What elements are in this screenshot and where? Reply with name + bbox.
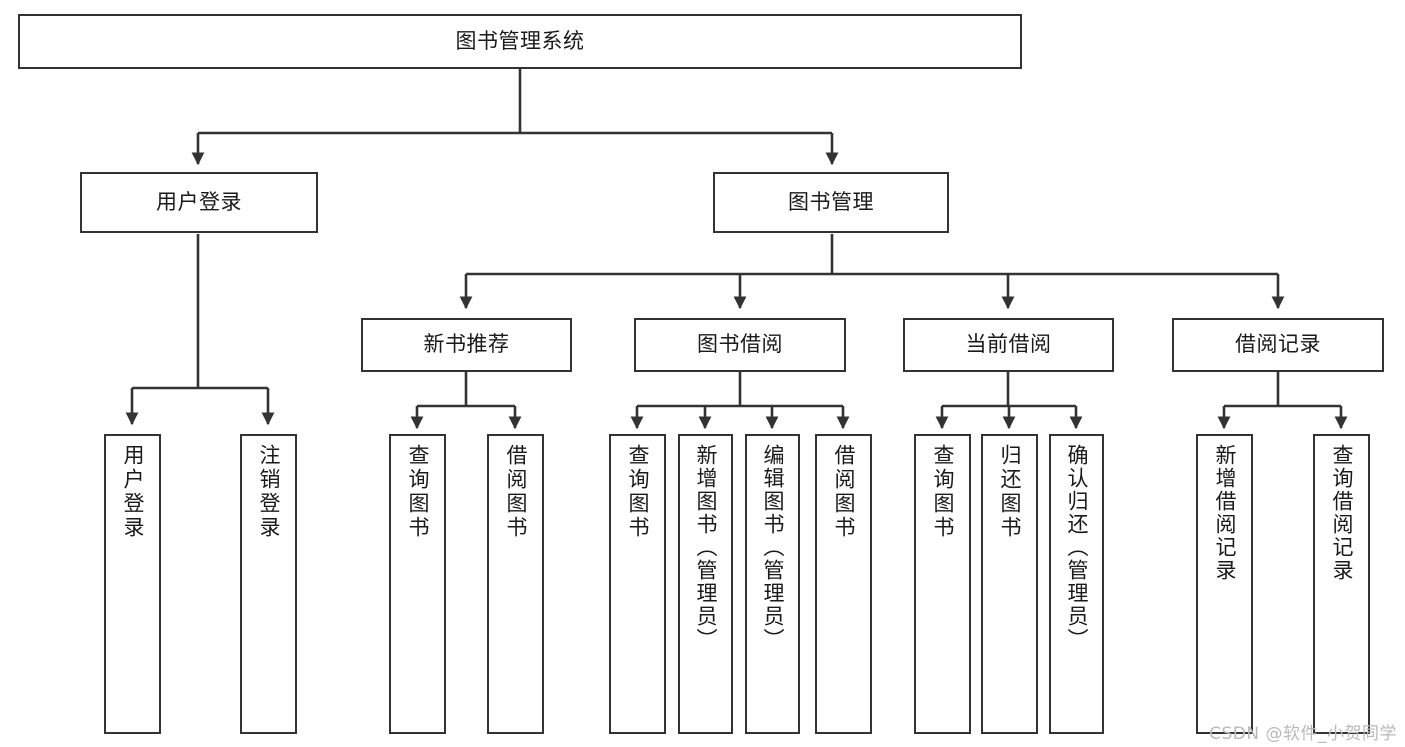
node-label: 借阅图书 (832, 444, 856, 540)
node-user-login[interactable]: 用户登录 (80, 172, 318, 233)
leaf-user-login-login[interactable]: 用户登录 (104, 434, 161, 734)
node-label: 编辑图书（管理员） (761, 444, 785, 651)
leaf-user-login-logout[interactable]: 注销登录 (240, 434, 297, 734)
leaf-borrow-borrow-book[interactable]: 借阅图书 (815, 434, 872, 734)
node-current-borrow[interactable]: 当前借阅 (903, 318, 1114, 372)
node-label: 注销登录 (257, 444, 281, 540)
node-label: 新书推荐 (423, 332, 510, 357)
node-book-borrow[interactable]: 图书借阅 (634, 318, 846, 372)
node-label: 归还图书 (998, 444, 1022, 540)
leaf-recommend-query-book[interactable]: 查询图书 (389, 434, 446, 734)
leaf-borrow-query-book[interactable]: 查询图书 (609, 434, 666, 734)
node-label: 图书管理 (788, 189, 874, 214)
node-label: 新增图书（管理员） (694, 444, 718, 651)
csdn-watermark: CSDN @软件_小贺同学 (1209, 724, 1397, 744)
node-label: 借阅记录 (1235, 332, 1321, 357)
node-label: 查询图书 (406, 444, 430, 540)
leaf-current-query-book[interactable]: 查询图书 (914, 434, 971, 734)
leaf-current-confirm-return-admin[interactable]: 确认归还（管理员） (1049, 434, 1104, 734)
leaf-current-return-book[interactable]: 归还图书 (981, 434, 1038, 734)
node-book-management[interactable]: 图书管理 (713, 172, 949, 233)
leaf-borrow-edit-book-admin[interactable]: 编辑图书（管理员） (745, 434, 800, 734)
node-label: 用户登录 (156, 189, 242, 214)
node-label: 查询图书 (626, 444, 650, 540)
leaf-borrow-add-book-admin[interactable]: 新增图书（管理员） (678, 434, 733, 734)
node-label: 图书管理系统 (455, 28, 585, 53)
node-label: 当前借阅 (965, 332, 1052, 357)
node-label: 查询图书 (931, 444, 955, 540)
node-label: 借阅图书 (504, 444, 528, 540)
node-borrow-record[interactable]: 借阅记录 (1172, 318, 1384, 372)
leaf-record-query-record[interactable]: 查询借阅记录 (1313, 434, 1370, 734)
leaf-record-add-record[interactable]: 新增借阅记录 (1196, 434, 1253, 734)
node-root-system[interactable]: 图书管理系统 (18, 14, 1022, 69)
leaf-recommend-borrow-book[interactable]: 借阅图书 (487, 434, 544, 734)
node-label: 新增借阅记录 (1213, 444, 1237, 582)
node-new-book-recommend[interactable]: 新书推荐 (361, 318, 572, 372)
node-label: 查询借阅记录 (1330, 444, 1354, 582)
node-label: 用户登录 (121, 444, 145, 540)
node-label: 图书借阅 (697, 332, 783, 357)
node-label: 确认归还（管理员） (1065, 444, 1089, 651)
